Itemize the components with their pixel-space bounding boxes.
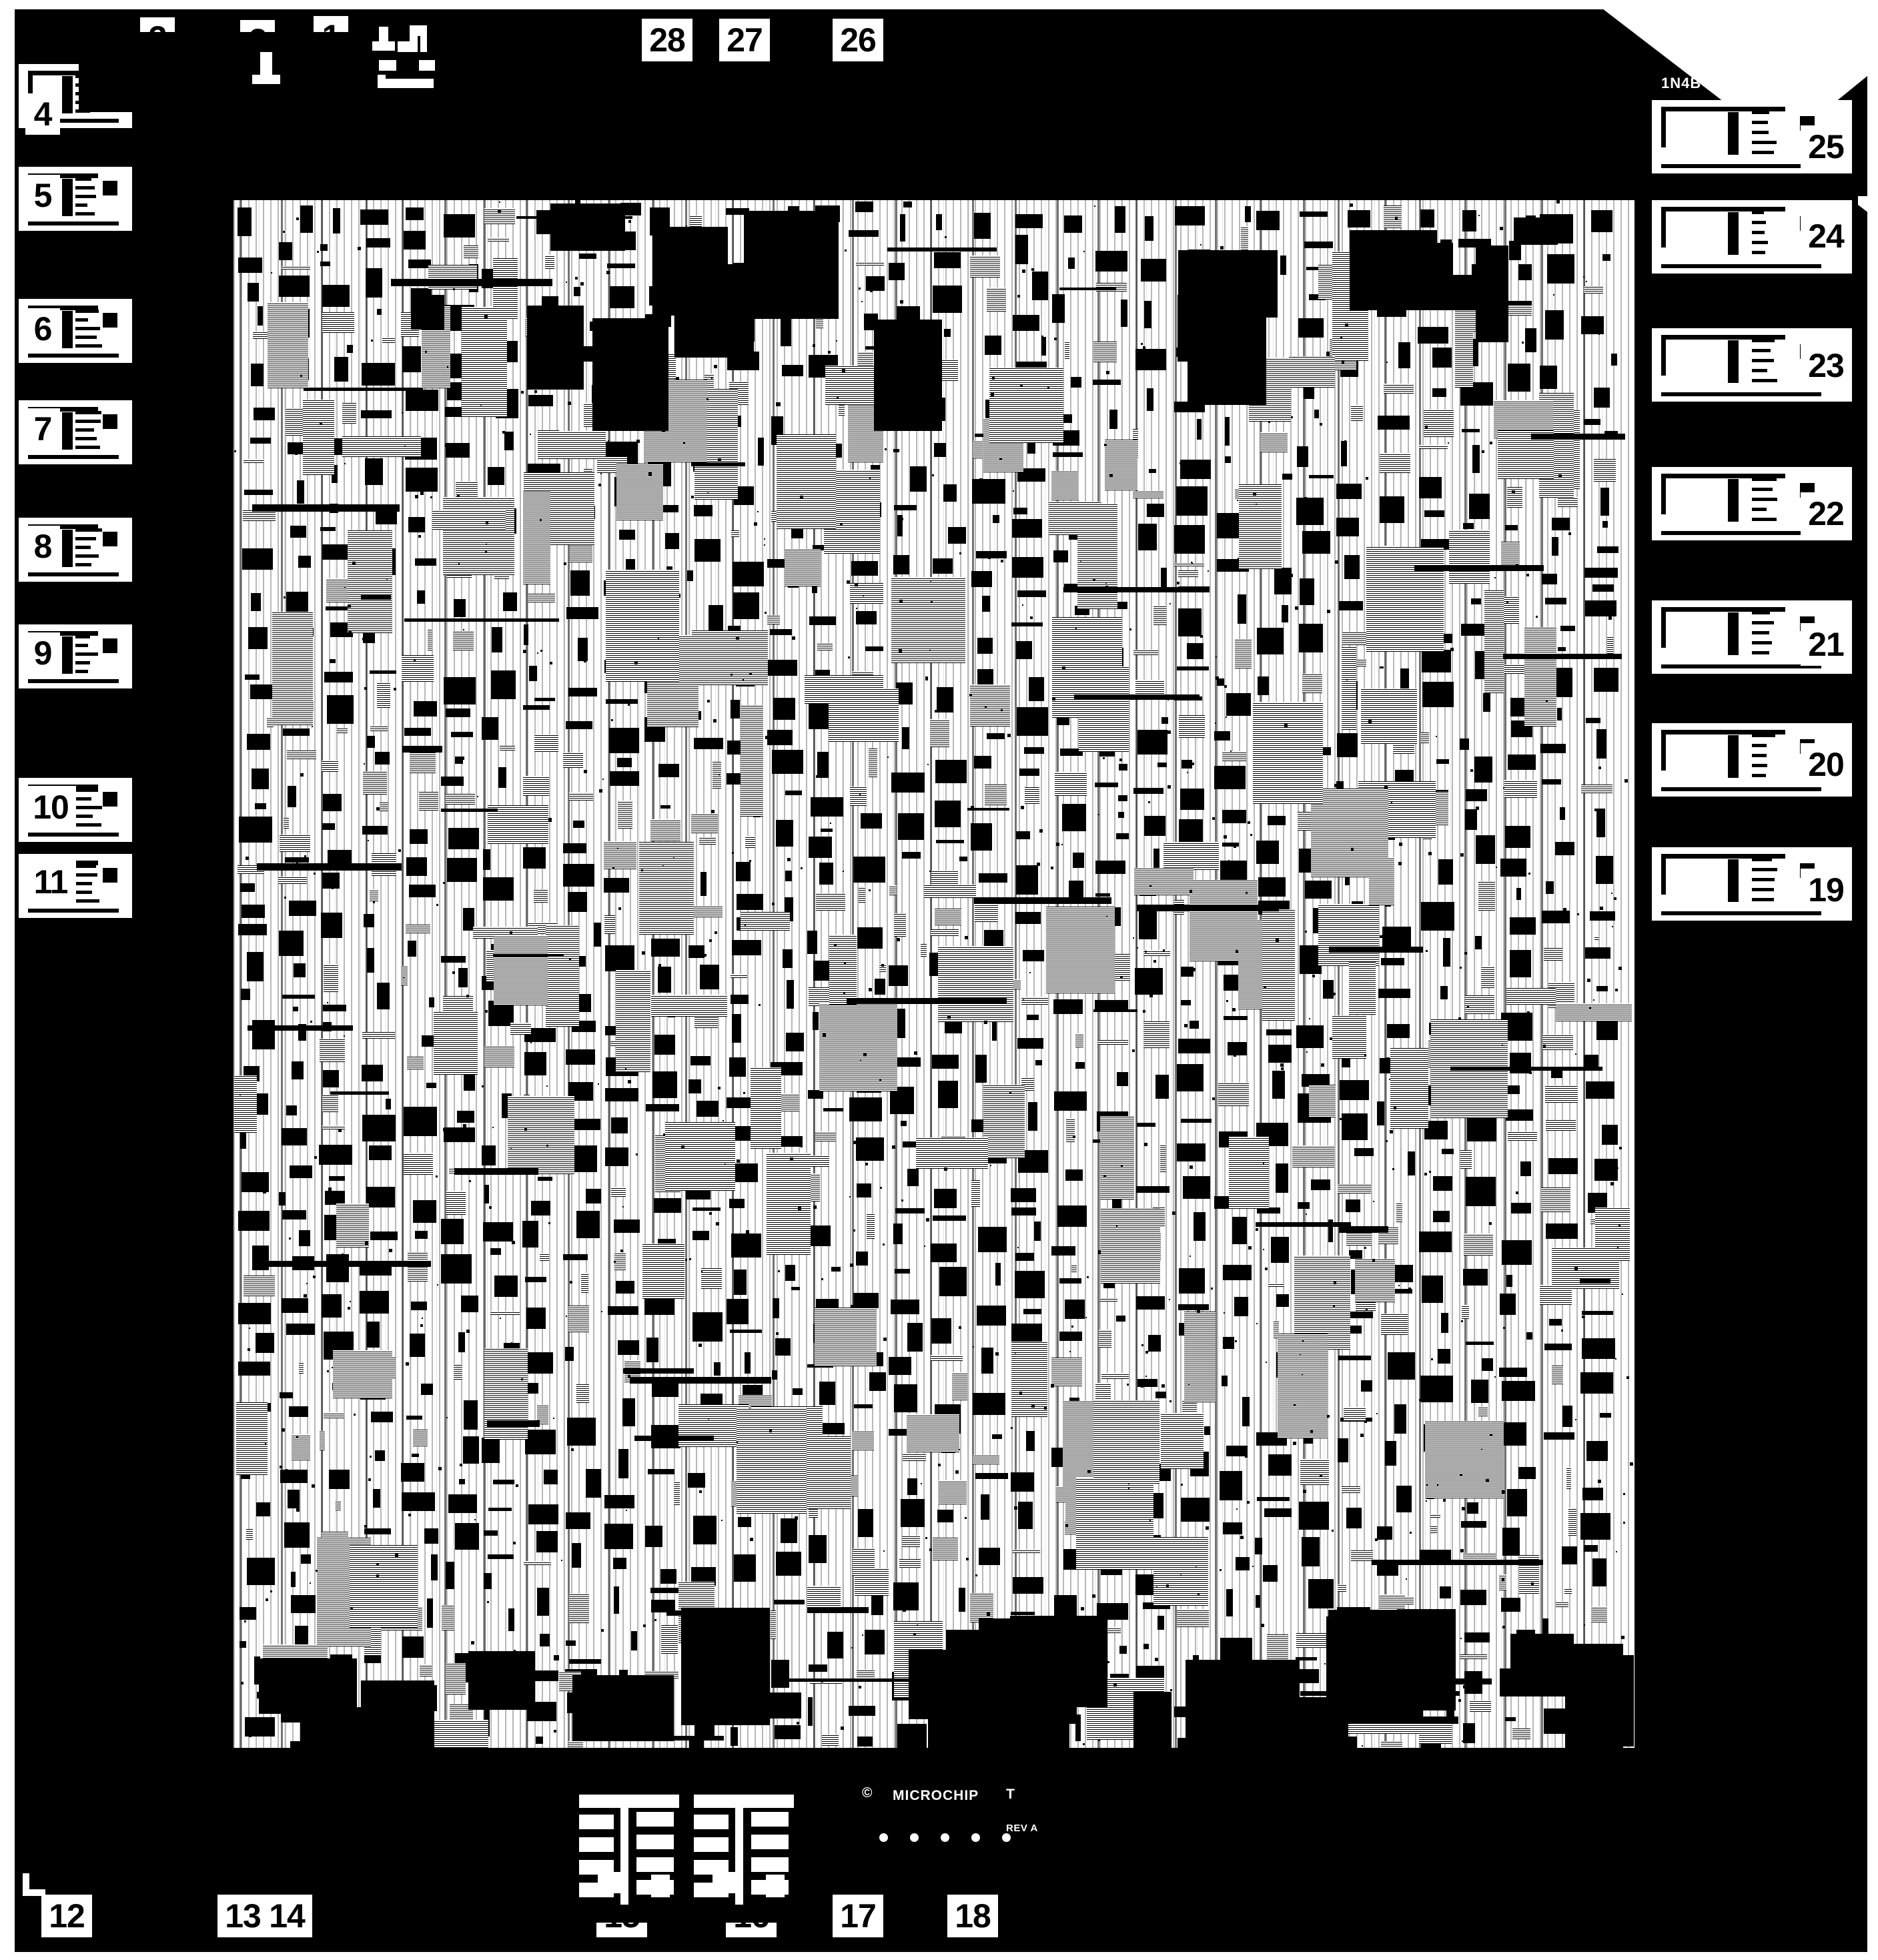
pin-label-24: 24 — [1801, 215, 1851, 258]
pin-label-22: 22 — [1801, 492, 1851, 535]
die-code-label: 1N4B — [1661, 75, 1702, 91]
bond-pad — [20, 931, 120, 987]
core-cell-blocks — [233, 200, 1634, 1748]
glyph-f — [420, 33, 427, 52]
registration-mark-bottom-left — [23, 1873, 45, 1896]
pin-label-11: 11 — [25, 861, 76, 903]
bond-pad — [20, 244, 120, 300]
pin-label-13: 13 — [217, 1895, 268, 1937]
pin-label-14: 14 — [262, 1895, 312, 1937]
pin-label-25: 25 — [1801, 125, 1851, 168]
pin-label-19: 19 — [1801, 869, 1851, 911]
pin-label-4: 4 — [25, 93, 60, 135]
margin-right — [1867, 0, 1878, 1960]
glyph-i — [378, 79, 434, 88]
bond-pad — [1738, 400, 1858, 464]
foundry-logo-mark: © — [862, 1785, 873, 1801]
bond-pad — [1738, 534, 1858, 598]
pin-label-9: 9 — [25, 632, 60, 674]
margin-left — [0, 0, 15, 1960]
interdigitated-output-drivers — [579, 1795, 679, 1905]
bond-pad — [20, 708, 120, 765]
glyph-e — [410, 36, 418, 52]
bond-pad — [307, 1865, 376, 1945]
pin-label-20: 20 — [1801, 743, 1851, 786]
foundry-suffix-mark: T — [1006, 1787, 1015, 1802]
logic-core-array — [233, 200, 1634, 1748]
glyph-h — [419, 60, 435, 71]
pin-label-10: 10 — [25, 786, 76, 829]
alignment-dot-row — [879, 1833, 1011, 1842]
pin-label-12: 12 — [41, 1895, 92, 1937]
pin-label-8: 8 — [25, 526, 60, 567]
pin-one-indicator — [260, 52, 272, 80]
pin-label-18: 18 — [947, 1895, 998, 1937]
foundry-name-mark: MICROCHIP — [893, 1788, 979, 1803]
pin-label-17: 17 — [833, 1895, 883, 1937]
pin-label-28: 28 — [642, 19, 692, 61]
pin-label-5: 5 — [25, 175, 60, 216]
bond-pad — [400, 1865, 470, 1945]
pin-label-6: 6 — [25, 308, 60, 350]
glyph-b — [372, 41, 395, 51]
mask-revision-mark: REV A — [1006, 1823, 1038, 1834]
pin-label-27: 27 — [719, 19, 770, 61]
glyph-c — [398, 41, 410, 52]
interdigitated-output-drivers — [694, 1795, 794, 1905]
pin-label-7: 7 — [25, 408, 60, 450]
pin-label-21: 21 — [1801, 623, 1851, 666]
pin-one-indicator-base — [252, 75, 280, 84]
glyph-g — [379, 60, 396, 71]
margin-top — [0, 0, 1878, 9]
registration-mark-top-right — [1807, 25, 1830, 48]
pin-label-23: 23 — [1801, 344, 1851, 387]
glyph-j — [378, 75, 386, 88]
bond-pad — [487, 1865, 556, 1945]
die-code-small-label: 8 — [1760, 75, 1768, 88]
bond-pad — [133, 1865, 203, 1945]
pin-label-26: 26 — [833, 19, 883, 61]
margin-bottom — [0, 1952, 1878, 1960]
